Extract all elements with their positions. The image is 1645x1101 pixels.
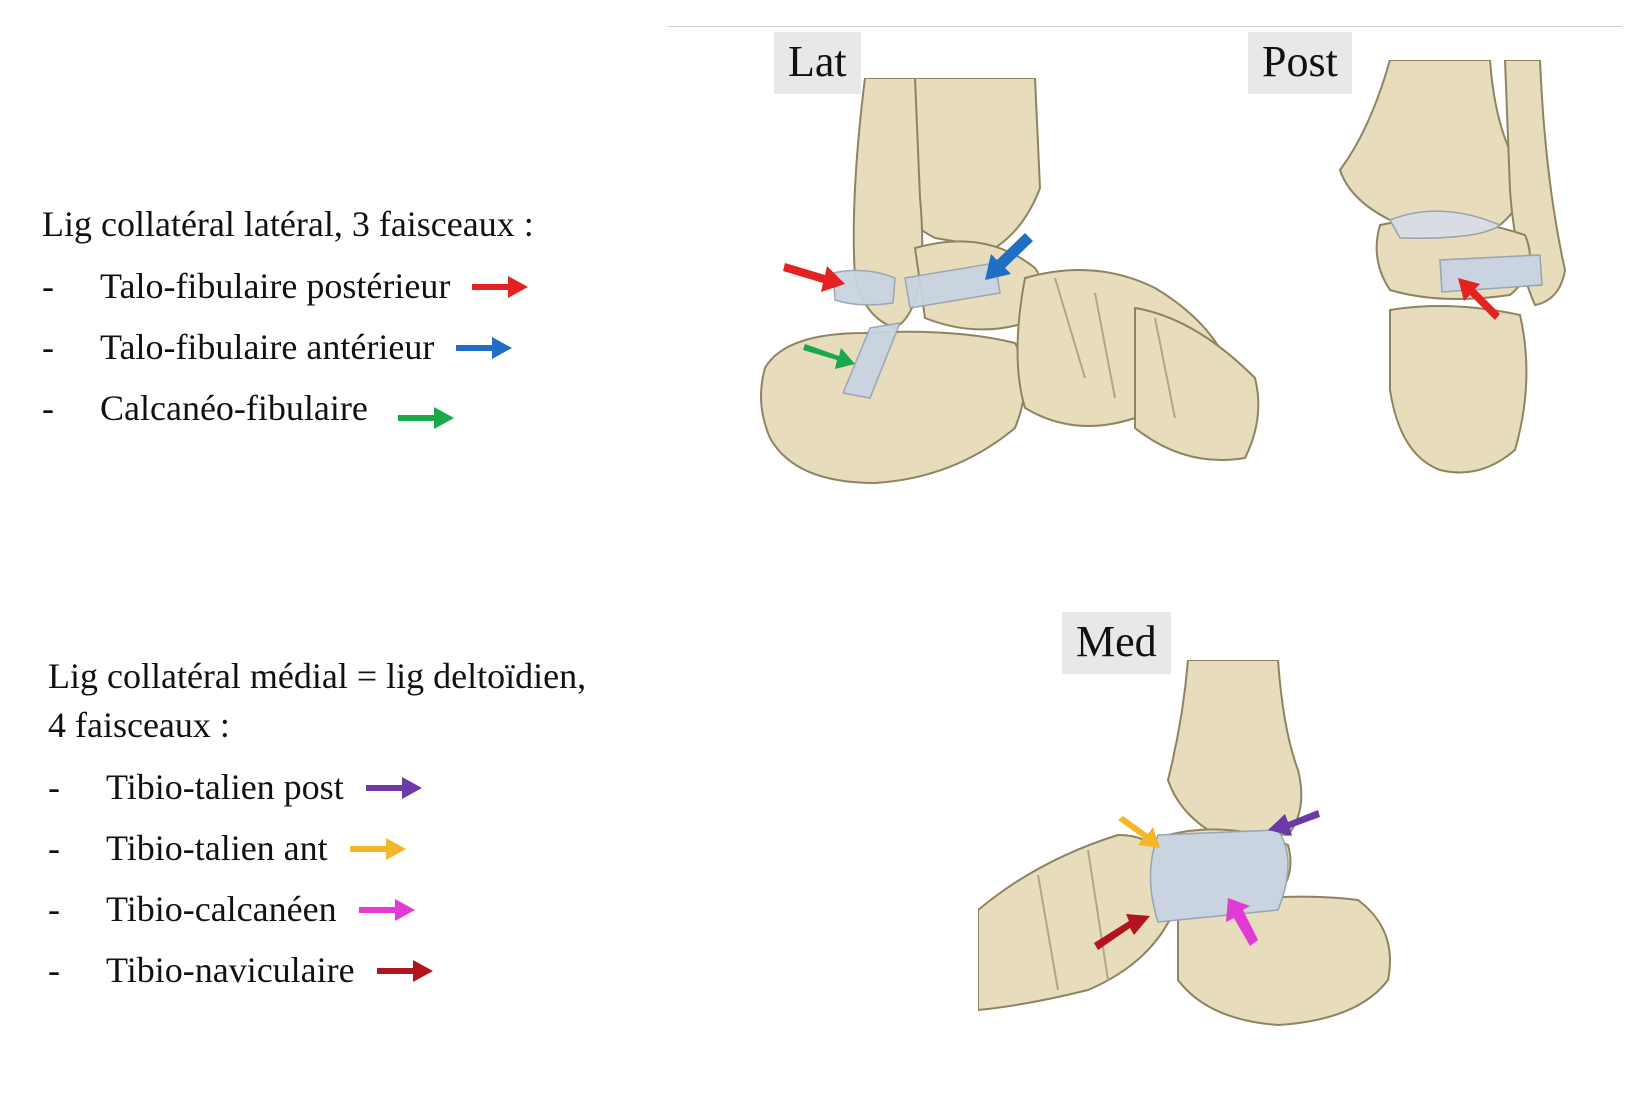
bullet-dash: - <box>42 388 54 429</box>
ligament-talofibular-posterior <box>832 269 896 306</box>
ligament-calcaneofibular <box>841 322 902 399</box>
lateral-heading: Lig collatéral latéral, 3 faisceaux : <box>42 204 534 244</box>
list-item: - Talo-fibulaire antérieur <box>42 327 534 368</box>
list-item: - Tibio-naviculaire <box>48 950 586 991</box>
posterior-ankle-illustration <box>1338 60 1567 474</box>
list-item: - Tibio-calcanéen <box>48 889 586 930</box>
arrow-right-icon <box>472 275 529 298</box>
medial-ankle-illustration <box>978 660 1391 1027</box>
bullet-dash: - <box>48 767 60 808</box>
list-item: - Calcanéo-fibulaire <box>42 388 534 429</box>
ligament-name: Calcanéo-fibulaire <box>100 388 368 429</box>
list-item: - Talo-fibulaire postérieur <box>42 266 534 307</box>
view-label-medial: Med <box>1062 612 1171 674</box>
view-label-lateral: Lat <box>774 32 861 94</box>
bullet-dash: - <box>48 828 60 869</box>
list-item: - Tibio-talien post <box>48 767 586 808</box>
calcaneus-bone <box>1177 895 1391 1027</box>
arrow-green-icon <box>803 344 855 369</box>
arrow-yellow-icon <box>1118 816 1160 848</box>
arrow-right-icon <box>349 837 406 860</box>
tibia-bone <box>1166 660 1303 837</box>
top-divider <box>668 26 1622 27</box>
forefoot-bones <box>1134 306 1260 461</box>
articular-cartilage <box>1388 210 1502 239</box>
midfoot-bones <box>978 833 1180 1012</box>
medial-ligament-list: Lig collatéral médial = lig deltoïdien, … <box>48 655 586 991</box>
arrow-right-icon <box>376 959 433 982</box>
lateral-ankle-illustration <box>760 78 1260 485</box>
ligament-name: Tibio-talien post <box>106 767 344 808</box>
list-item: - Tibio-talien ant <box>48 828 586 869</box>
arrow-right-icon <box>456 336 513 359</box>
arrow-pink-icon <box>1226 898 1258 946</box>
arrow-right-icon <box>365 776 422 799</box>
bullet-dash: - <box>42 327 54 368</box>
bullet-dash: - <box>42 266 54 307</box>
arrow-right-icon <box>358 898 415 921</box>
medial-subheading: 4 faisceaux : <box>48 705 230 746</box>
ligament-deltoid <box>1149 829 1289 923</box>
ligament-name: Talo-fibulaire antérieur <box>100 327 435 368</box>
calcaneus-bone <box>1389 305 1528 474</box>
bullet-dash: - <box>48 950 60 991</box>
arrow-blue-icon <box>985 233 1033 280</box>
medial-heading: Lig collatéral médial = lig deltoïdien, <box>48 656 587 696</box>
bullet-dash: - <box>48 889 60 930</box>
tibia-bone <box>1338 60 1524 227</box>
arrow-red-icon <box>1458 278 1500 320</box>
ligament-name: Tibio-calcanéen <box>106 889 337 930</box>
ligament-talofibular-anterior <box>904 262 1001 309</box>
arrow-red-icon <box>783 263 845 292</box>
arrow-darkred-icon <box>1094 914 1150 950</box>
lateral-ligament-list: Lig collatéral latéral, 3 faisceaux : - … <box>42 203 534 429</box>
arrow-purple-icon <box>1268 810 1320 836</box>
calcaneus-bone <box>760 330 1026 485</box>
ligament-name: Talo-fibulaire postérieur <box>100 266 451 307</box>
ligament-name: Tibio-naviculaire <box>106 950 355 991</box>
ligament-name: Tibio-talien ant <box>106 828 328 869</box>
arrow-right-icon <box>397 406 454 429</box>
view-label-posterior: Post <box>1248 32 1352 94</box>
ligament-talofibular-posterior <box>1439 254 1543 293</box>
